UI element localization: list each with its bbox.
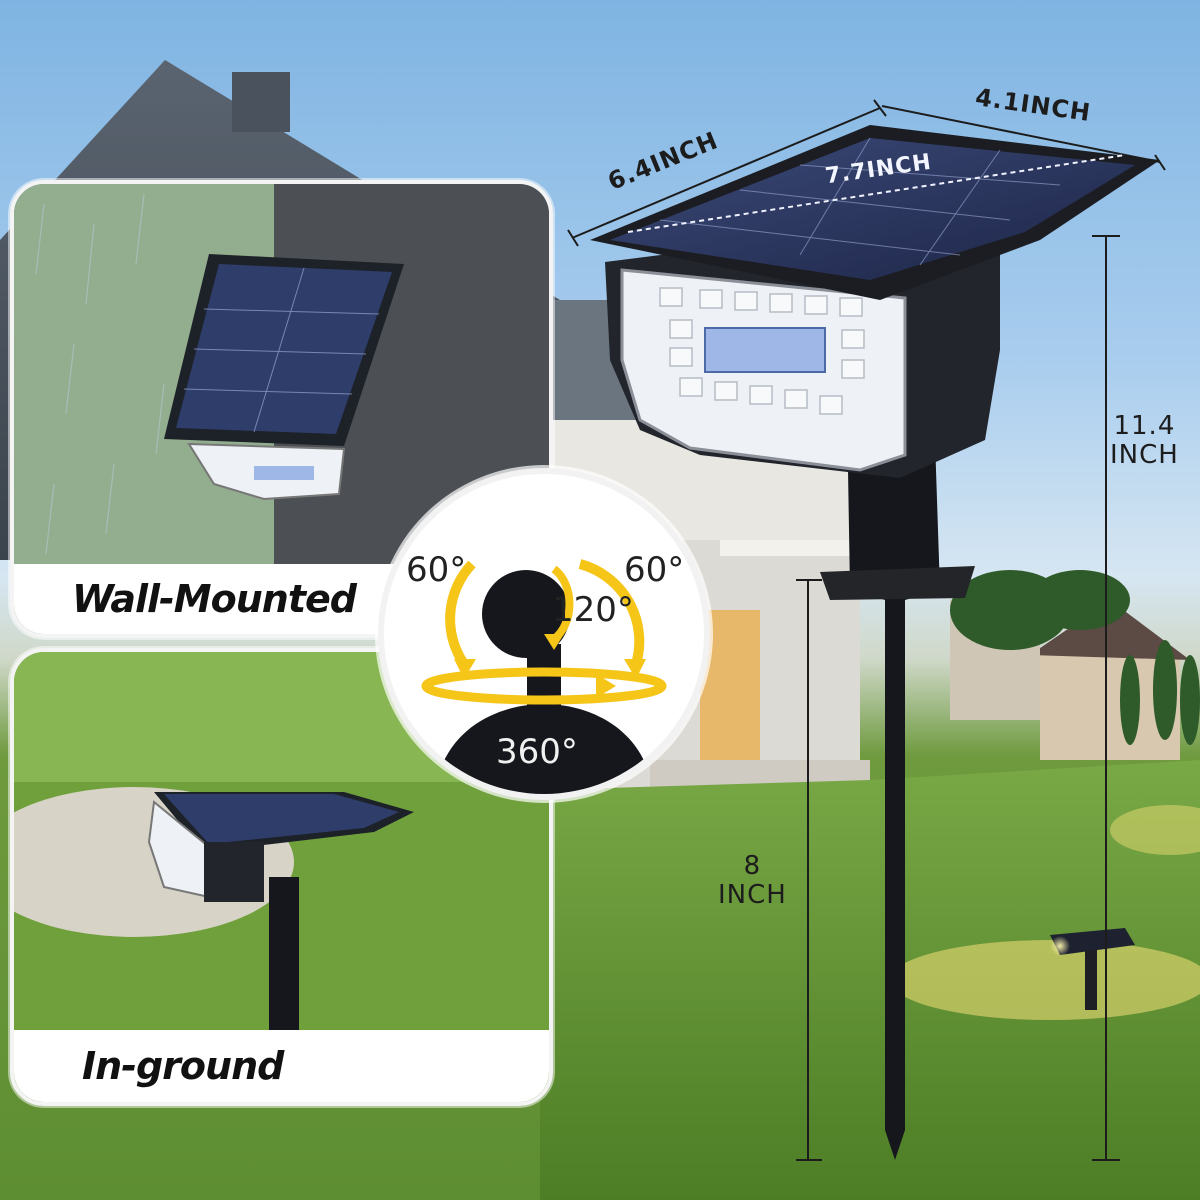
right-angle-label: 60°	[624, 550, 685, 590]
rotation-joint-illustration	[421, 559, 667, 794]
stake-height-label: 8 INCH	[718, 852, 787, 909]
dimension-lines	[567, 99, 1166, 1161]
total-height-label: 11.4 INCH	[1110, 412, 1179, 469]
stake-height-unit: INCH	[718, 879, 787, 910]
stake-height-value: 8	[743, 851, 762, 881]
small-ground-light	[1050, 928, 1135, 1010]
wall-mounted-image	[14, 184, 549, 634]
wall-mounted-panel: Wall-Mounted	[10, 180, 553, 638]
in-ground-label: In-ground	[14, 1030, 549, 1102]
vertical-angle-label: 120°	[552, 590, 634, 630]
total-height-unit: INCH	[1110, 439, 1179, 470]
horizontal-angle-label: 360°	[496, 732, 578, 772]
total-height-value: 11.4	[1113, 411, 1176, 441]
rotation-diagram: 60° 60° 120° 360°	[378, 468, 710, 800]
left-angle-label: 60°	[406, 550, 467, 590]
in-ground-panel: In-ground	[10, 648, 553, 1106]
